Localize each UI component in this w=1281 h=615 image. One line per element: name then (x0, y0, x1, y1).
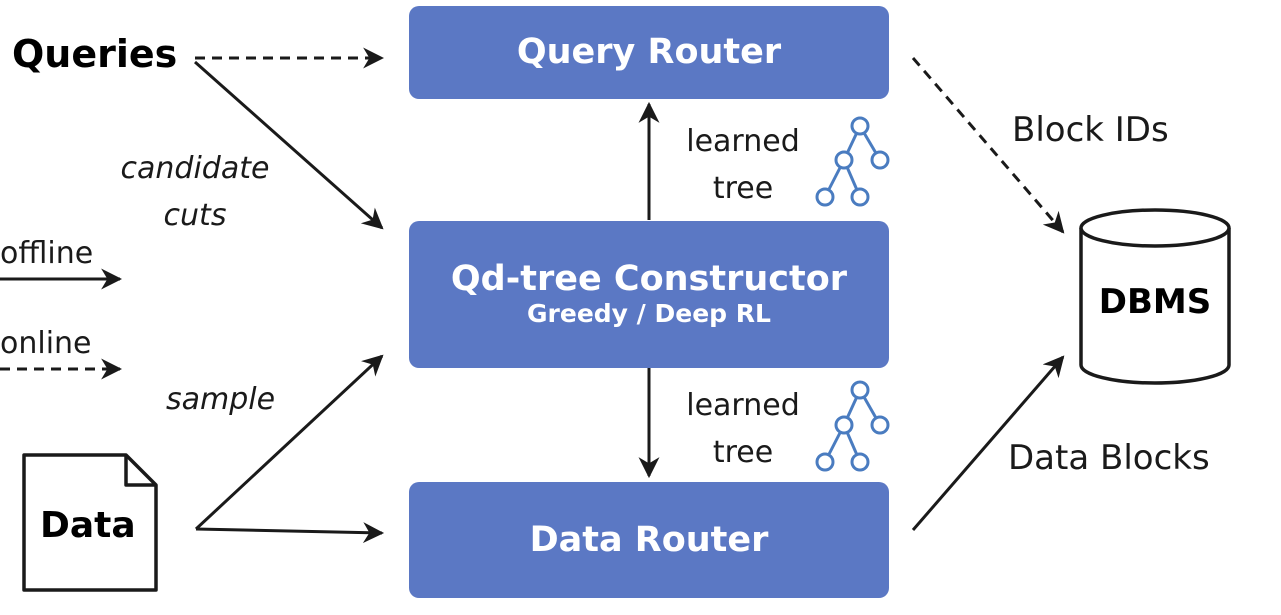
query-router-label: Query Router (516, 32, 782, 73)
block-ids-label: Block IDs (1012, 110, 1169, 150)
tree-text: tree (712, 435, 774, 470)
data-label: Data (40, 505, 136, 546)
data-router-label: Data Router (529, 519, 769, 560)
data-to-data-router-arrow (195, 522, 385, 544)
data-to-constructor-arrow (194, 354, 384, 531)
qd-tree-constructor-box: Qd-tree Constructor Greedy / Deep RL (409, 221, 889, 368)
query-router-to-dbms-arrow (911, 57, 1065, 234)
cuts-text: cuts (163, 198, 227, 233)
queries-to-constructor-arrow (194, 60, 384, 230)
dbms-label: DBMS (1098, 282, 1212, 322)
query-router-box: Query Router (409, 6, 889, 99)
queries-label: Queries (12, 32, 178, 76)
tree-icon (815, 380, 890, 472)
constructor-sublabel: Greedy / Deep RL (527, 298, 771, 328)
data-router-to-dbms-arrow (911, 355, 1065, 531)
document-icon (22, 453, 158, 592)
database-icon (1079, 208, 1231, 385)
legend-offline-label: offline (0, 236, 94, 271)
legend-online-label: online (0, 326, 92, 361)
sample-label: sample (166, 382, 276, 417)
learned-tree-bottom-label: learned tree (668, 382, 818, 476)
tree-icon (815, 116, 890, 207)
learned-text: learned (686, 124, 800, 159)
learned-tree-top-label: learned tree (668, 118, 818, 212)
data-router-box: Data Router (409, 482, 889, 598)
learned-text: learned (686, 388, 800, 423)
candidate-text: candidate (120, 151, 270, 186)
constructor-label: Qd-tree Constructor (450, 259, 848, 300)
candidate-cuts-label: candidate cuts (100, 145, 290, 239)
data-blocks-label: Data Blocks (1008, 438, 1210, 478)
tree-text: tree (712, 171, 774, 206)
